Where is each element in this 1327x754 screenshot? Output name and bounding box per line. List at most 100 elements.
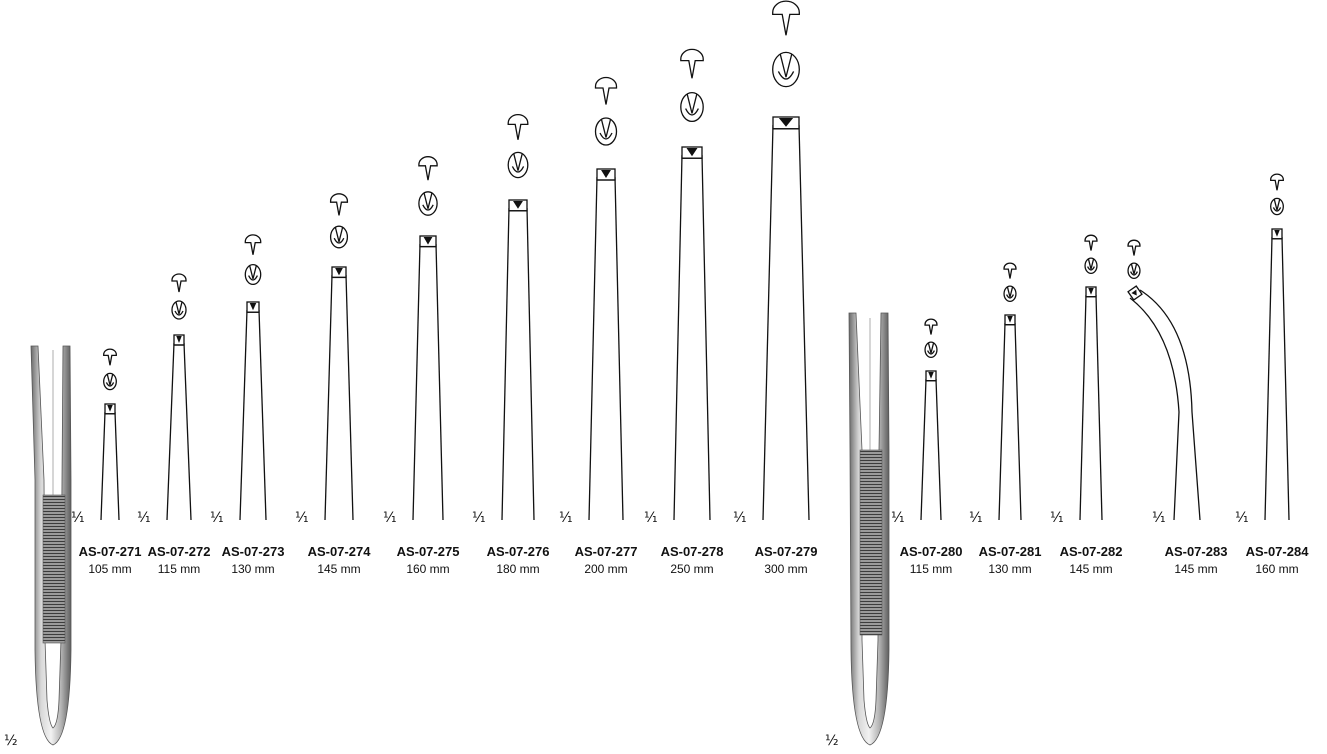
instrument-as-07-278: ¹⁄₁ AS-07-278 250 mm [644, 48, 724, 576]
jaw-cross-section-icon [594, 117, 618, 146]
tooth-detail-icon [171, 273, 187, 293]
article-code: AS-07-272 [148, 544, 211, 559]
jaw-cross-section-icon [1084, 257, 1098, 275]
instrument-outline [673, 146, 711, 521]
scale-label-full: ¹⁄₁ [559, 510, 573, 526]
instrument-outline [1264, 228, 1290, 521]
article-code: AS-07-273 [222, 544, 285, 559]
jaw-cross-section-icon [1127, 262, 1141, 280]
scale-label-half: ½ [4, 733, 18, 749]
instrument-outline [324, 266, 354, 521]
instrument-outline [920, 370, 942, 521]
article-length: 145 mm [1174, 562, 1217, 576]
instrument-as-07-271: ¹⁄₁ AS-07-271 105 mm [71, 348, 142, 576]
forceps-photo-right: ½ [825, 312, 890, 749]
tooth-detail-icon [1003, 262, 1017, 279]
jaw-cross-section-icon [507, 151, 529, 179]
instrument-outline [166, 334, 192, 521]
article-code: AS-07-271 [79, 544, 142, 559]
instrument-as-07-273: ¹⁄₁ AS-07-273 130 mm [210, 234, 285, 576]
scale-label-full: ¹⁄₁ [891, 510, 905, 526]
scale-label-full: ¹⁄₁ [733, 510, 747, 526]
tooth-detail-icon [680, 48, 704, 79]
tooth-detail-icon [594, 76, 618, 105]
article-length: 180 mm [496, 562, 539, 576]
instrument-outline [762, 116, 810, 521]
tissue-forceps-photo [848, 312, 890, 746]
jaw-cross-section-icon [244, 263, 262, 286]
instrument-outline [998, 314, 1022, 521]
article-length: 145 mm [317, 562, 360, 576]
tooth-detail-icon [1084, 234, 1098, 251]
article-length: 130 mm [231, 562, 274, 576]
instrument-as-07-279: ¹⁄₁ AS-07-279 300 mm [733, 0, 818, 576]
instrument-as-07-277: ¹⁄₁ AS-07-277 200 mm [559, 76, 638, 576]
article-code: AS-07-281 [979, 544, 1042, 559]
tooth-detail-icon [418, 156, 438, 181]
article-length: 300 mm [764, 562, 807, 576]
jaw-cross-section-icon [1003, 285, 1017, 303]
article-code: AS-07-276 [487, 544, 550, 559]
article-code: AS-07-283 [1165, 544, 1228, 559]
scale-label-full: ¹⁄₁ [383, 510, 397, 526]
article-length: 130 mm [988, 562, 1031, 576]
article-code: AS-07-277 [575, 544, 638, 559]
scale-label-full: ¹⁄₁ [71, 510, 85, 526]
tooth-detail-icon [244, 234, 262, 255]
instrument-as-07-272: ¹⁄₁ AS-07-272 115 mm [137, 273, 211, 576]
article-length: 105 mm [88, 562, 131, 576]
instrument-outline [100, 403, 120, 521]
instrument-as-07-275: ¹⁄₁ AS-07-275 160 mm [383, 156, 460, 576]
article-code: AS-07-282 [1060, 544, 1123, 559]
tissue-forceps-photo [30, 345, 72, 746]
scale-label-full: ¹⁄₁ [1235, 510, 1249, 526]
instrument-as-07-274: ¹⁄₁ AS-07-274 145 mm [295, 193, 372, 576]
tooth-detail-icon [924, 318, 938, 335]
tooth-detail-icon [1127, 239, 1141, 256]
article-code: AS-07-275 [397, 544, 460, 559]
instrument-as-07-280: ¹⁄₁ AS-07-280 115 mm [891, 318, 963, 576]
tooth-detail-icon [507, 113, 529, 140]
jaw-cross-section-icon [103, 372, 117, 391]
article-length: 115 mm [158, 562, 200, 576]
scale-label-full: ¹⁄₁ [644, 510, 658, 526]
article-length: 160 mm [1255, 562, 1298, 576]
article-length: 250 mm [670, 562, 713, 576]
tooth-detail-icon [772, 0, 800, 36]
instrument-as-07-283: ¹⁄₁ AS-07-283 145 mm [1127, 239, 1228, 576]
article-code: AS-07-274 [308, 544, 372, 559]
scale-label-half: ½ [825, 733, 839, 749]
instrument-as-07-276: ¹⁄₁ AS-07-276 180 mm [472, 113, 550, 576]
article-code: AS-07-280 [900, 544, 963, 559]
instrument-as-07-282: ¹⁄₁ AS-07-282 145 mm [1050, 234, 1123, 576]
scale-label-full: ¹⁄₁ [137, 510, 151, 526]
instrument-outline [501, 199, 535, 521]
instrument-outline [239, 301, 267, 521]
jaw-cross-section-icon [924, 341, 938, 359]
instrument-outline [588, 168, 624, 521]
scale-label-full: ¹⁄₁ [969, 510, 983, 526]
tooth-detail-icon [1270, 173, 1284, 191]
jaw-cross-section-icon [418, 191, 438, 216]
tooth-detail-icon [329, 193, 349, 216]
instrument-outline [1127, 285, 1201, 521]
forceps-photo-left: ½ [4, 345, 72, 749]
scale-label-full: ¹⁄₁ [1152, 510, 1166, 526]
instrument-outline [412, 235, 444, 521]
jaw-cross-section-icon [171, 300, 187, 320]
scale-label-full: ¹⁄₁ [1050, 510, 1064, 526]
article-code: AS-07-278 [661, 544, 724, 559]
article-length: 145 mm [1069, 562, 1112, 576]
jaw-cross-section-icon [1270, 197, 1284, 216]
scale-label-full: ¹⁄₁ [295, 510, 309, 526]
article-code: AS-07-279 [755, 544, 818, 559]
article-length: 160 mm [406, 562, 449, 576]
article-length: 115 mm [910, 562, 952, 576]
jaw-cross-section-icon [680, 91, 704, 123]
scale-label-full: ¹⁄₁ [472, 510, 486, 526]
scale-label-full: ¹⁄₁ [210, 510, 224, 526]
article-length: 200 mm [584, 562, 627, 576]
